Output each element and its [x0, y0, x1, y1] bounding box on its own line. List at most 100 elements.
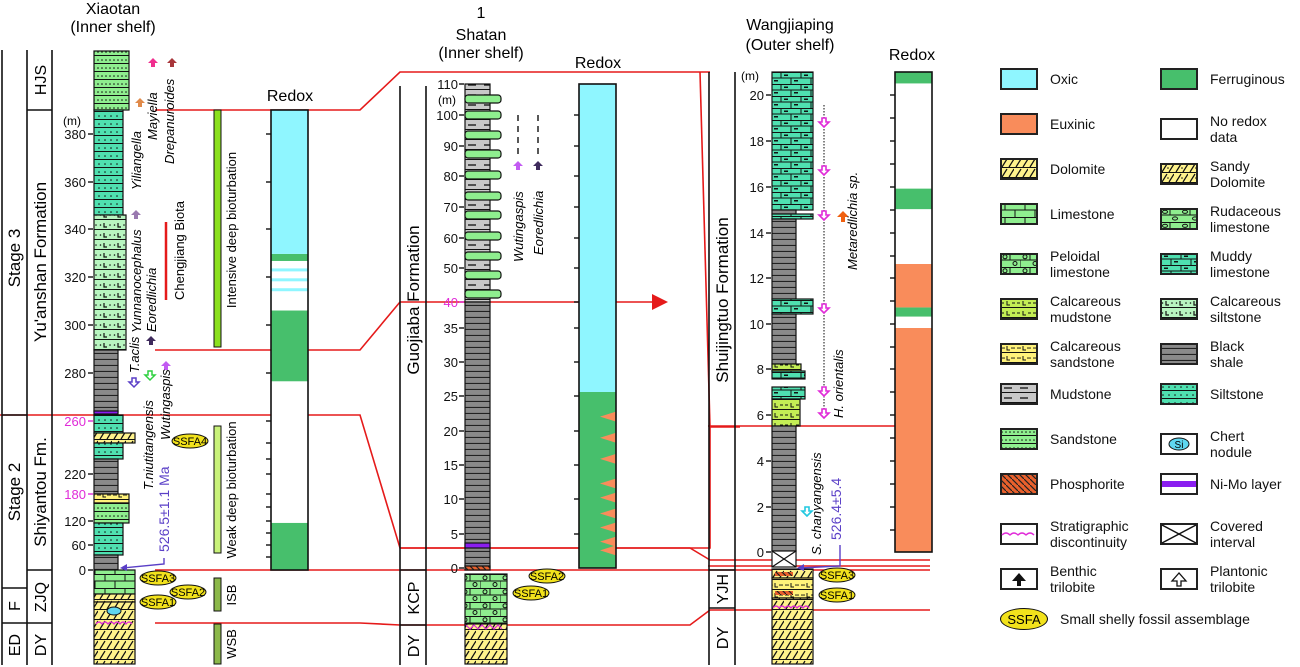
depth-tick-label: 8 [757, 362, 764, 377]
fossil-label: Wutingaspis [511, 191, 526, 262]
section-shatan: 1 Shatan (Inner shelf) Guojiaba Formatio… [399, 5, 621, 665]
legend-label: Stratigraphic discontinuity [1050, 518, 1129, 550]
section-setting: (Inner shelf) [438, 45, 523, 62]
planktonic-trilobite-icon [800, 506, 814, 518]
lithology-column [93, 50, 136, 665]
legend-item-phosphorite: Phosphorite [1000, 473, 1125, 495]
calcmud-swatch-icon [1000, 298, 1038, 320]
depth-tick-label: 0 [79, 563, 86, 578]
ssfa-badge-icon: SSFA [1000, 608, 1048, 630]
redox-interval-ferruginous [895, 307, 932, 317]
depth-tick-label: 25 [444, 389, 458, 404]
redox-interval-no_data [895, 209, 932, 264]
dolomite-swatch-icon [1000, 158, 1038, 180]
depth-tick-label: 2 [757, 500, 764, 515]
euxinic-wedge [600, 522, 616, 533]
legend-item-calcsilt: Calcareous siltstone [1160, 293, 1281, 325]
legend-item-calcsand: Calcareous sandstone [1000, 338, 1121, 370]
legend-item-nodata: No redox data [1160, 113, 1267, 145]
planktonic-trilobite-icon [817, 117, 831, 129]
fossil-markers [800, 117, 831, 518]
peloidal-swatch-icon [1000, 253, 1038, 275]
age-label: 526.4±5.4 [828, 478, 844, 540]
depth-tick-label: 16 [750, 180, 764, 195]
depth-tick-label: 0 [451, 561, 458, 576]
legend-item-rudaceous: Rudaceous limestone [1160, 203, 1281, 235]
weak-bioturbation-bar [213, 425, 222, 554]
correlation-line-hjs-base [155, 71, 710, 111]
legend-label: Limestone [1050, 206, 1115, 222]
covered-swatch-icon [1160, 523, 1198, 545]
fossil-label: T.niutitangensis [141, 400, 156, 490]
depth-tick-label: 20 [444, 424, 458, 439]
planktonic-trilobite-icon [817, 165, 831, 177]
fossil-label: H. orientalis [831, 349, 846, 418]
oxic-band [271, 278, 308, 282]
ssfa-label: SSFA4 [173, 436, 207, 448]
legend-item-muddylime: Muddy limestone [1160, 248, 1270, 280]
unit-label: (m) [741, 69, 759, 83]
legend-item-peloidal: Peloidal limestone [1000, 248, 1110, 280]
age-pointer [799, 545, 841, 569]
benthic-trilobite-icon [837, 211, 849, 222]
euxinic-wedge [600, 478, 616, 489]
formation-label: Shuijingtuo Formation [713, 217, 732, 382]
depth-tick-label: 12 [750, 271, 764, 286]
section-setting: (Inner shelf) [70, 19, 155, 36]
formation-label: DY [33, 634, 50, 657]
legend-item-limestone: Limestone [1000, 203, 1115, 225]
limestone-bed [464, 210, 502, 220]
euxinic-wedge [600, 432, 616, 443]
ssfa-label: SSFA3 [820, 570, 854, 582]
legend-label: Sandy Dolomite [1210, 158, 1266, 190]
stage-label: Stage 3 [5, 229, 24, 288]
limestone-bed [464, 270, 502, 280]
redox-interval-ferruginous [895, 72, 932, 84]
depth-tick-label: 10 [444, 492, 458, 507]
legend-label: Covered interval [1210, 518, 1263, 550]
redox-frame [270, 109, 309, 571]
ssfa-label: SSFA1 [820, 590, 854, 602]
depth-tick-label: 0 [757, 545, 764, 560]
depth-tick-label: 300 [64, 318, 86, 333]
ferruginous-swatch-icon [1160, 68, 1198, 90]
biota-label: Chengjiang Biota [172, 200, 187, 300]
isb-bar [213, 577, 222, 612]
depth-tick-label: 18 [750, 134, 764, 149]
discontinuity-icon [465, 624, 503, 630]
depth-tick-label: 90 [444, 139, 458, 154]
blackshale-swatch-icon [1160, 343, 1198, 365]
legend-label: Peloidal limestone [1050, 248, 1110, 280]
formation-label: DY [715, 627, 732, 650]
stage-label: F [7, 601, 24, 611]
limestone-bed [464, 251, 502, 261]
depth-tick-label: 120 [64, 514, 86, 529]
redox-interval-no_data [895, 316, 932, 328]
legend-label: Siltstone [1210, 386, 1264, 402]
planktonic-trilobite-icon [817, 386, 831, 398]
depth-tick-label: 60 [72, 538, 86, 553]
legend-label: Calcareous siltstone [1210, 293, 1281, 325]
benthic-trilobite-icon [131, 210, 141, 219]
oxic-band [271, 268, 308, 272]
benthic-trilobite-icon [135, 98, 145, 107]
legend-item-calcmud: Calcareous mudstone [1000, 293, 1121, 325]
legend-label: Ferruginous [1210, 71, 1285, 87]
limestone-bed [464, 289, 502, 299]
age-pointer-head [120, 564, 127, 571]
fossil-label: S. chanyangensis [809, 452, 824, 555]
legend-item-benthic: Benthic trilobite [1000, 563, 1097, 595]
redox-frame [578, 83, 617, 569]
bioturbation-label: ISB [224, 585, 239, 606]
legend-label: Chert nodule [1210, 428, 1253, 460]
legend-item-sandstone: Sandstone [1000, 428, 1117, 450]
formation-label: Guojiaba Formation [404, 225, 423, 374]
unit-label: (m) [63, 114, 81, 128]
redox-interval-oxic [579, 84, 616, 392]
redox-column [890, 71, 933, 553]
fossil-label: T.aclis [127, 336, 142, 373]
bioturbation-label: Weak deep bioturbation [224, 421, 239, 558]
